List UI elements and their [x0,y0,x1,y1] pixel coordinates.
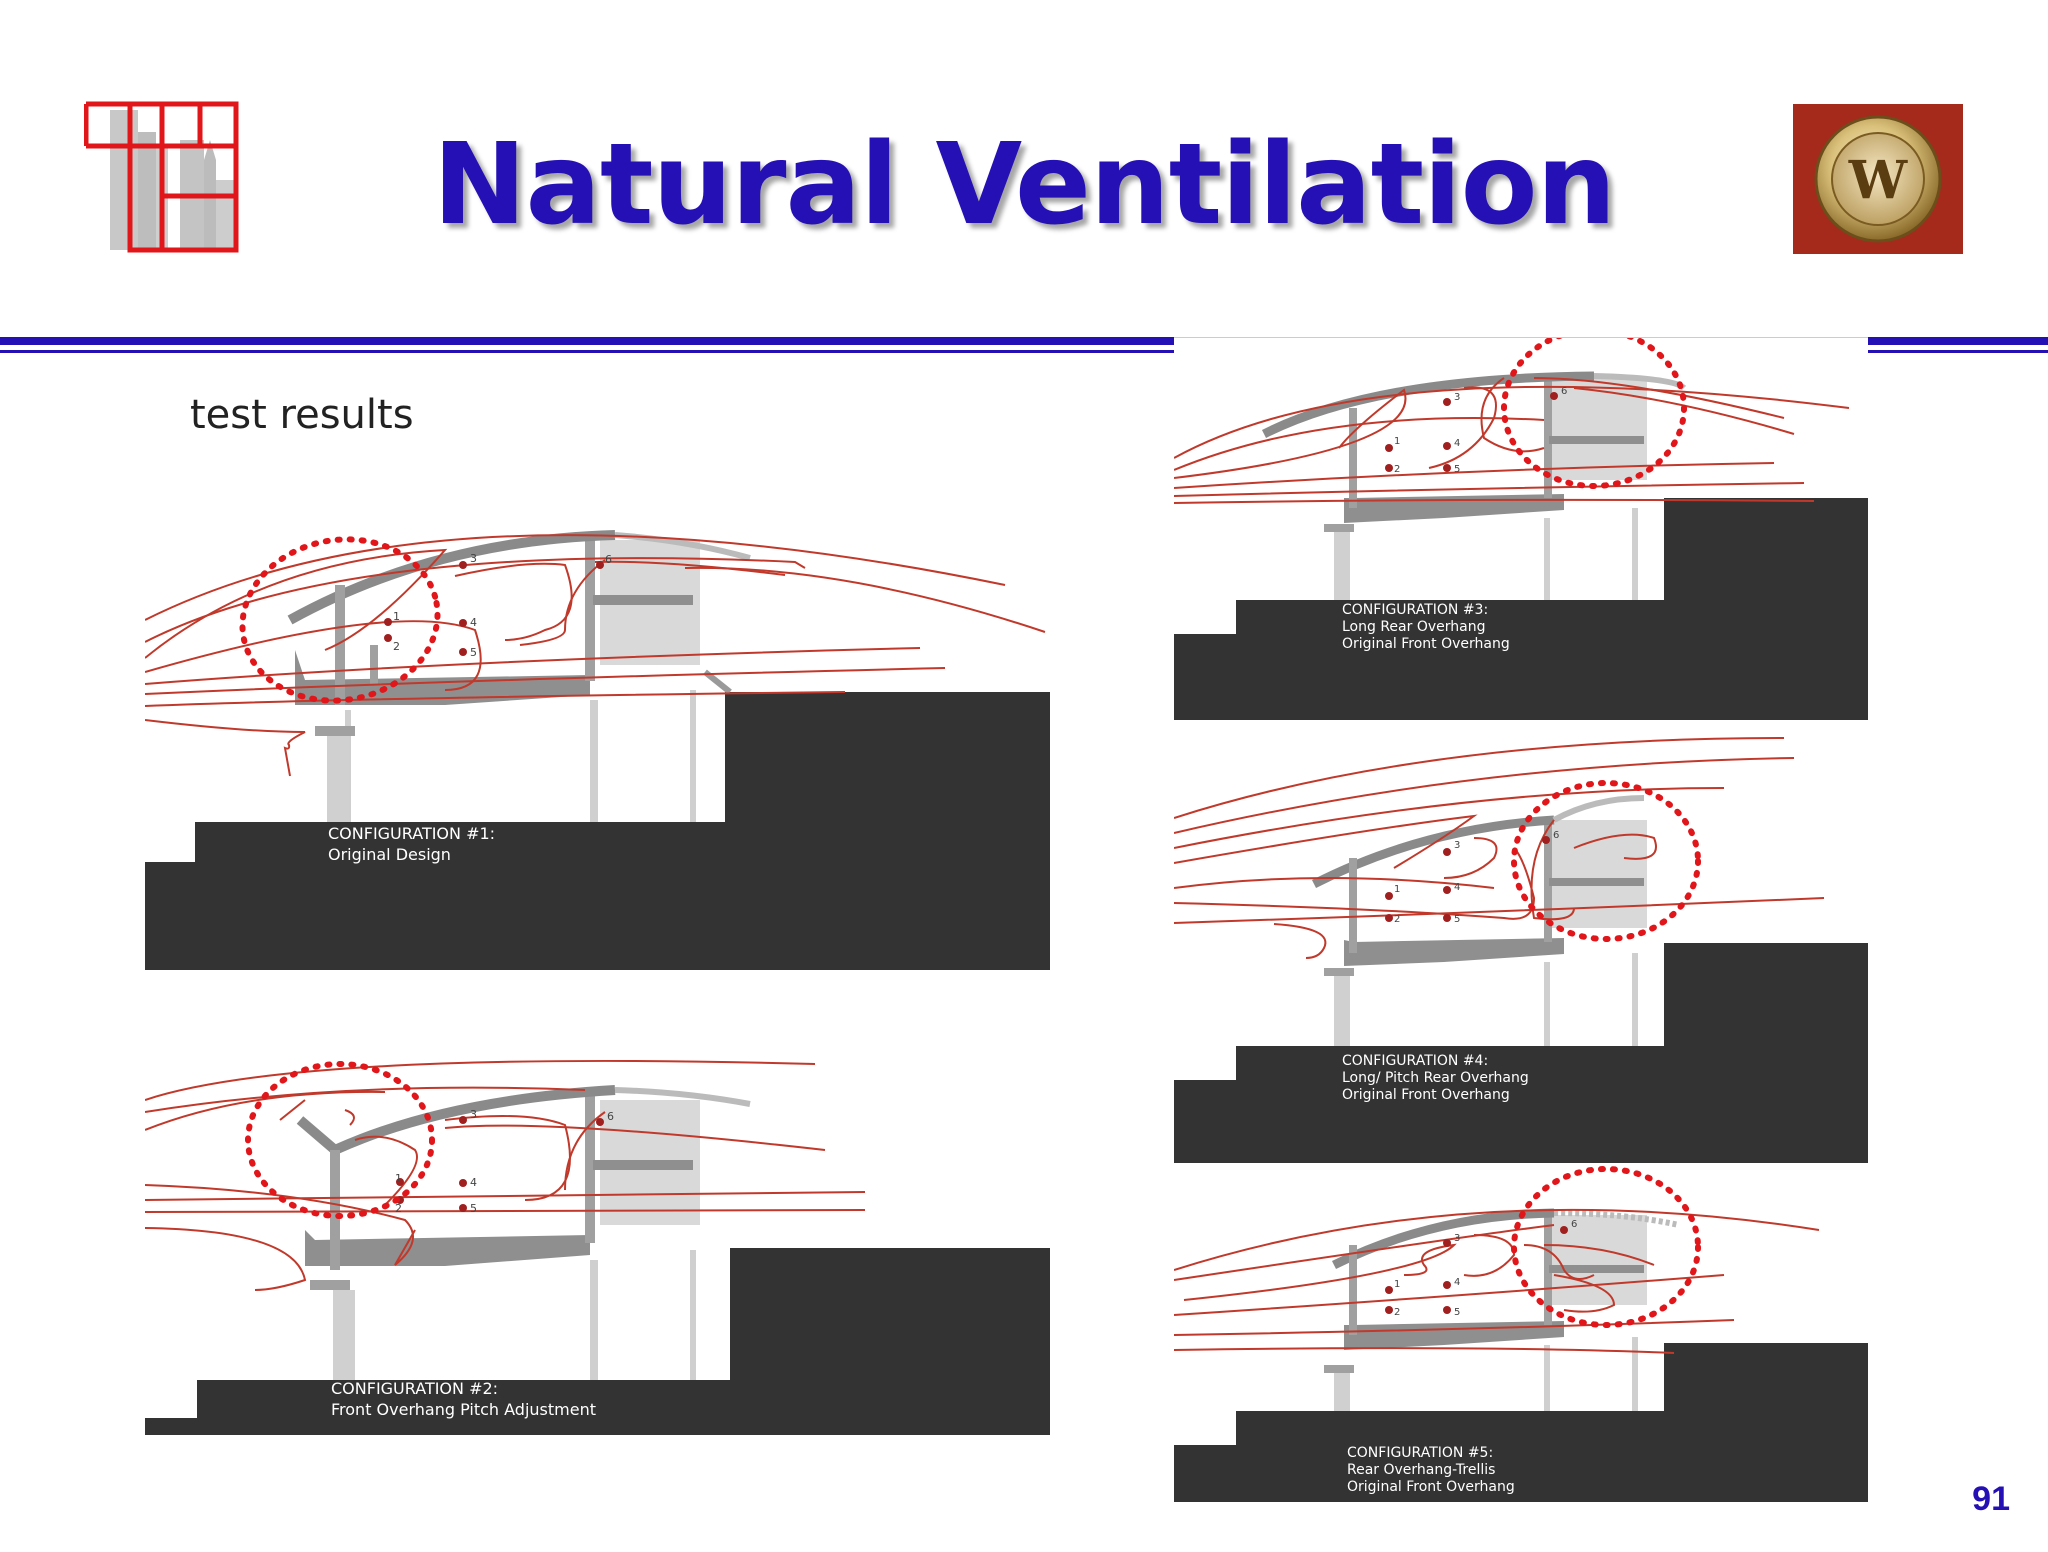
page-number: 91 [1972,1480,2010,1518]
configuration-3-panel: 1 2 3 4 5 6 CONFIGURATION #3: Long Rear Ove… [1174,338,1868,720]
page-title: Natural Ventilation [432,120,1617,250]
svg-text:5: 5 [470,1202,477,1215]
configuration-label: CONFIGURATION #4: [1342,1053,1488,1069]
svg-text:6: 6 [1561,386,1567,397]
configuration-label: CONFIGURATION #2: [331,1379,498,1398]
configuration-5-panel: 1 2 3 4 5 6 CONFIGURATION #5: Rear Overhang… [1174,1165,1868,1502]
svg-text:6: 6 [605,553,612,566]
medallion-logo-icon: W [1793,104,1963,254]
svg-text:2: 2 [395,1202,402,1215]
svg-text:1: 1 [395,1172,402,1185]
svg-text:4: 4 [470,1176,477,1189]
configuration-description: Rear Overhang-Trellis [1347,1462,1495,1478]
svg-text:5: 5 [470,646,477,659]
configuration-description: Original Design [328,845,451,864]
svg-text:4: 4 [1454,882,1460,893]
configuration-description: Front Overhang Pitch Adjustment [331,1400,596,1419]
test-results-label: test results [190,392,414,438]
svg-text:4: 4 [1454,1277,1460,1288]
configuration-4-panel: 1 2 3 4 5 6 CONFIGURATION #4: Long/ Pitch R… [1174,728,1868,1163]
svg-text:3: 3 [1454,392,1460,403]
configuration-label: CONFIGURATION #1: [328,824,495,843]
svg-text:1: 1 [393,610,400,623]
configuration-1-panel: 1 2 3 4 5 6 CONFIGURATION #1: Original Desi… [145,480,1050,970]
svg-text:2: 2 [1394,464,1400,475]
svg-text:W: W [1848,150,1909,211]
svg-text:3: 3 [1454,840,1460,851]
svg-text:6: 6 [607,1110,614,1123]
configuration-2-panel: 1 2 3 4 5 6 CONFIGURATION #2: Front Overhan… [145,1040,1050,1435]
configuration-description: Original Front Overhang [1342,1087,1510,1103]
svg-text:1: 1 [1394,884,1400,895]
configuration-description: Long Rear Overhang [1342,619,1485,635]
svg-text:5: 5 [1454,914,1460,925]
configuration-label: CONFIGURATION #3: [1342,602,1488,618]
svg-text:2: 2 [393,640,400,653]
svg-text:6: 6 [1553,830,1559,841]
configuration-description: Original Front Overhang [1347,1479,1515,1495]
configuration-description: Long/ Pitch Rear Overhang [1342,1070,1529,1086]
title-divider [0,337,2048,353]
svg-text:1: 1 [1394,1279,1400,1290]
roof [287,530,616,625]
svg-text:4: 4 [1454,438,1460,449]
svg-text:5: 5 [1454,1307,1460,1318]
configuration-label: CONFIGURATION #5: [1347,1445,1493,1461]
svg-text:3: 3 [1454,1233,1460,1244]
svg-text:1: 1 [1394,436,1400,447]
svg-text:4: 4 [470,616,477,629]
svg-text:6: 6 [1571,1219,1577,1230]
svg-text:3: 3 [470,1108,477,1121]
svg-text:2: 2 [1394,1307,1400,1318]
svg-text:2: 2 [1394,914,1400,925]
svg-text:3: 3 [470,552,477,565]
svg-text:5: 5 [1454,464,1460,475]
city-skyline-logo-icon [84,101,239,253]
configuration-description: Original Front Overhang [1342,636,1510,652]
